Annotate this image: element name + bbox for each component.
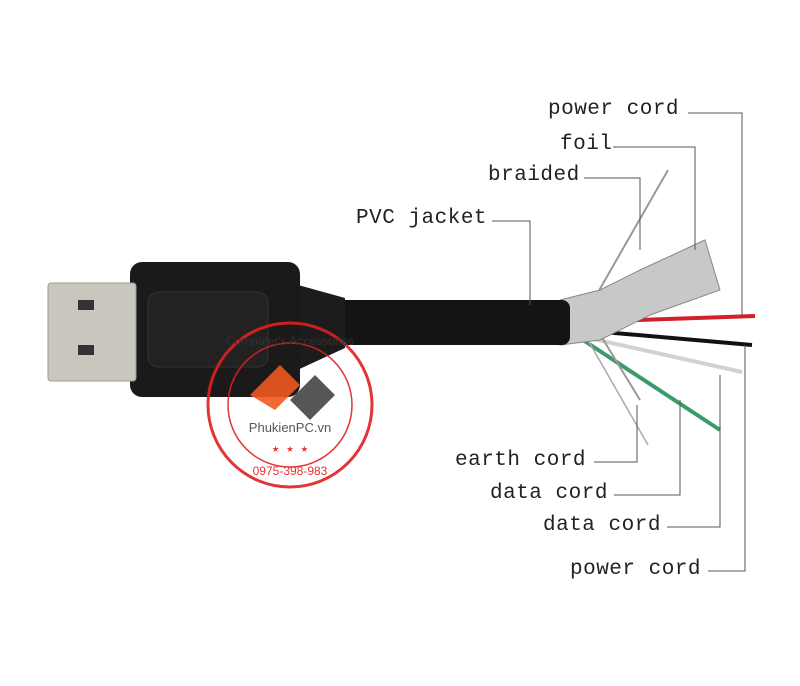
usb-metal-plug (47, 282, 137, 382)
label-power-cord-bottom: power cord (570, 558, 702, 581)
label-power-cord-top: power cord (548, 98, 680, 121)
svg-text:★ ★ ★: ★ ★ ★ (272, 442, 308, 456)
cable-jacket (295, 300, 570, 345)
stamp-brand: PhukienPC.vn (249, 420, 331, 435)
label-braided: braided (488, 164, 580, 187)
label-pvc-jacket: PVC jacket (356, 207, 488, 230)
watermark-stamp: PhukienPC.vn ★ ★ ★ 0975-398-983 Computer… (206, 321, 374, 489)
leader-lines (492, 112, 746, 572)
white-wire (579, 334, 743, 374)
green-wire (578, 336, 722, 432)
stamp-phone: 0975-398-983 (253, 464, 328, 478)
label-foil: foil (560, 133, 613, 156)
label-data-cord-1: data cord (490, 482, 608, 505)
wires (559, 169, 756, 446)
plug-housing-panel (147, 291, 269, 368)
label-earth-cord: earth cord (455, 449, 587, 472)
foil-wrap (559, 239, 721, 346)
label-data-cord-2: data cord (543, 514, 661, 537)
earth-wire (584, 334, 649, 446)
stamp-top-text: Computer's Accessories (226, 334, 354, 348)
